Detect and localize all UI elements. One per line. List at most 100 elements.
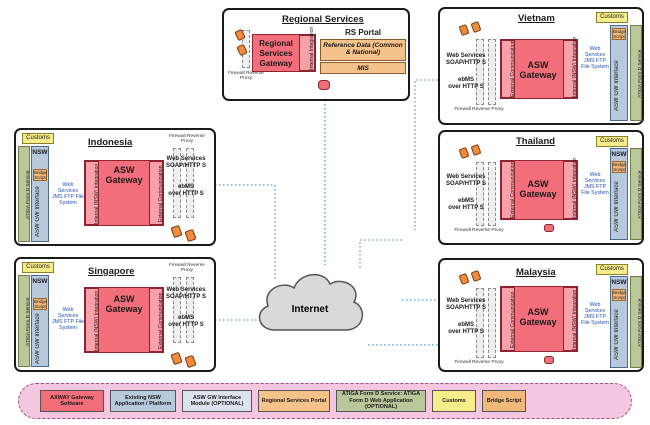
asw-gateway: Internal (NSW) Integration ASW Gateway E… (84, 287, 164, 353)
legend-atiga: ATIGA Form D Service: ATIGA Form D Web A… (336, 390, 426, 412)
nsw-label: NSW (611, 279, 627, 286)
proto-ebms: ebMS (177, 315, 194, 321)
firewall (476, 288, 484, 358)
firewall (488, 162, 496, 226)
firewall-label: Firewall Reverse Proxy (454, 107, 504, 112)
proto-web-services: Web Services (446, 174, 486, 180)
atiga-form-d-service: ATIGA Form D Service (630, 25, 643, 121)
vietnam-panel: Vietnam Customs Firewall Reverse Proxy W… (438, 7, 644, 125)
legend-bridge-script: Bridge Script (482, 390, 526, 412)
country-title-thailand: Thailand (516, 136, 556, 147)
firewall (186, 148, 194, 218)
nsw-label: NSW (32, 149, 48, 156)
proto-over-https: over HTTP S (168, 322, 204, 328)
right-protocols: Web Services JMS FTP File System (581, 302, 609, 326)
proto-web-services: Web Services (166, 156, 206, 162)
proto-over-https: over HTTP S (168, 191, 204, 197)
right-protocols: Web Services JMS FTP File System (52, 182, 84, 206)
firewall (476, 162, 484, 226)
atiga-form-d-service: ATIGA Form D Service (18, 275, 31, 367)
firewall (476, 39, 484, 105)
server-icon (470, 143, 482, 157)
bridge-script: Bridge Script (612, 161, 627, 173)
asw-gw-interface: Bridge Script ASW GW Interface (610, 25, 628, 121)
firewall (173, 148, 181, 218)
proto-ebms: ebMS (457, 322, 474, 328)
internet-label: Internet (292, 304, 329, 315)
asw-gateway: External Communication ASW Gateway Inter… (500, 37, 578, 99)
proto-soap: SOAP/HTTP S (446, 181, 486, 187)
customs-box: Customs (22, 262, 54, 273)
asw-gw-interface: NSW Bridge Script ASW GW Interface (31, 275, 49, 367)
atiga-form-d-service: ATIGA Form D Service (18, 146, 31, 242)
customs-box: Customs (596, 136, 628, 147)
atiga-form-d-service: ATIGA Form D Service (630, 148, 643, 240)
singapore-panel: Customs Singapore ATIGA Form D Service N… (14, 257, 216, 372)
nsw-label: NSW (32, 278, 48, 285)
firewall-label: Firewall Reverse Proxy (454, 228, 504, 233)
indonesia-panel: Customs Indonesia ATIGA Form D Service N… (14, 128, 216, 246)
customs-box: Customs (596, 264, 628, 275)
asw-gw-interface-label: ASW GW Interface (614, 309, 620, 361)
asw-gateway: Internal (NSW) Integration ASW Gateway E… (84, 160, 164, 226)
firewall-label: Firewall Reverse Proxy (169, 134, 205, 144)
nsw-label: NSW (611, 151, 627, 158)
database-icon (544, 356, 554, 364)
right-protocols: Web Services JMS FTP File System (52, 307, 84, 331)
asw-gw-interface-label: ASW GW Interface (614, 181, 620, 233)
regional-services-title: Regional Services (282, 14, 364, 25)
rs-portal: RS Portal Reference Data (Common & Natio… (320, 28, 406, 78)
firewall-label: Firewall Reverse Proxy (454, 360, 504, 365)
asw-gateway: External Communication ASW Gateway Inter… (500, 158, 578, 220)
bridge-script: Bridge Script (612, 28, 627, 40)
legend-asw-gw-interface: ASW GW Interface Module (OPTIONAL) (182, 390, 252, 412)
reference-data: Reference Data (Common & National) (320, 39, 406, 61)
server-icon (458, 146, 470, 160)
proto-soap: SOAP/HTTP S (446, 305, 486, 311)
firewall-label: Firewall Reverse Proxy (228, 71, 264, 81)
server-icon (184, 228, 197, 243)
malaysia-panel: Malaysia Customs Firewall Reverse Proxy … (438, 258, 644, 372)
asw-gw-interface-label: ASW GW Interface (35, 313, 41, 364)
internet-cloud: Internet (258, 274, 364, 331)
customs-box: Customs (596, 12, 628, 23)
firewall (488, 39, 496, 105)
right-protocols: Web Services JMS FTP File System (581, 46, 609, 70)
proto-soap: SOAP/HTTP S (166, 294, 206, 300)
database-icon (318, 80, 330, 90)
asw-gw-interface: NSW Bridge Script ASW GW Interface (31, 146, 49, 242)
legend-regional-portal: Regional Services Portal (258, 390, 330, 412)
proto-ebms: ebMS (457, 77, 474, 83)
rs-portal-title: RS Portal (344, 28, 381, 37)
server-icon (170, 351, 183, 366)
firewall (488, 288, 496, 358)
proto-web-services: Web Services (446, 298, 486, 304)
right-protocols: Web Services JMS FTP File System (581, 172, 609, 196)
legend-customs: Customs (432, 390, 476, 412)
proto-ebms: ebMS (177, 184, 194, 190)
mis: MIS (320, 62, 406, 74)
asw-gw-interface-label: ASW GW Interface (614, 60, 620, 112)
regional-services-gateway: Regional Services Gateway Internal Integ… (252, 27, 316, 72)
country-title-singapore: Singapore (88, 266, 135, 277)
asw-gw-interface: NSW Bridge Script ASW GW Interface (610, 276, 628, 368)
proto-web-services: Web Services (166, 287, 206, 293)
asw-gw-interface-label: ASW GW Interface (35, 186, 41, 238)
customs-box: Customs (22, 133, 54, 144)
thailand-panel: Thailand Customs Firewall Reverse Proxy … (438, 130, 644, 245)
bridge-script: Bridge Script (612, 289, 627, 301)
legend-axway: AXWAY Gateway Software (40, 390, 104, 412)
proto-ebms: ebMS (457, 198, 474, 204)
firewall (186, 277, 194, 343)
regional-services-panel: Regional Services Firewall Reverse Proxy… (222, 8, 410, 101)
atiga-form-d-service: ATIGA Form D Service (630, 276, 643, 368)
server-icon (470, 269, 482, 283)
proto-soap: SOAP/HTTP S (446, 60, 486, 66)
bridge-script: Bridge Script (33, 169, 48, 181)
firewall (173, 277, 181, 343)
server-icon (458, 23, 470, 37)
server-icon (458, 272, 470, 286)
server-icon (170, 224, 183, 239)
legend-existing-nsw: Existing NSW Application / Platform (110, 390, 176, 412)
